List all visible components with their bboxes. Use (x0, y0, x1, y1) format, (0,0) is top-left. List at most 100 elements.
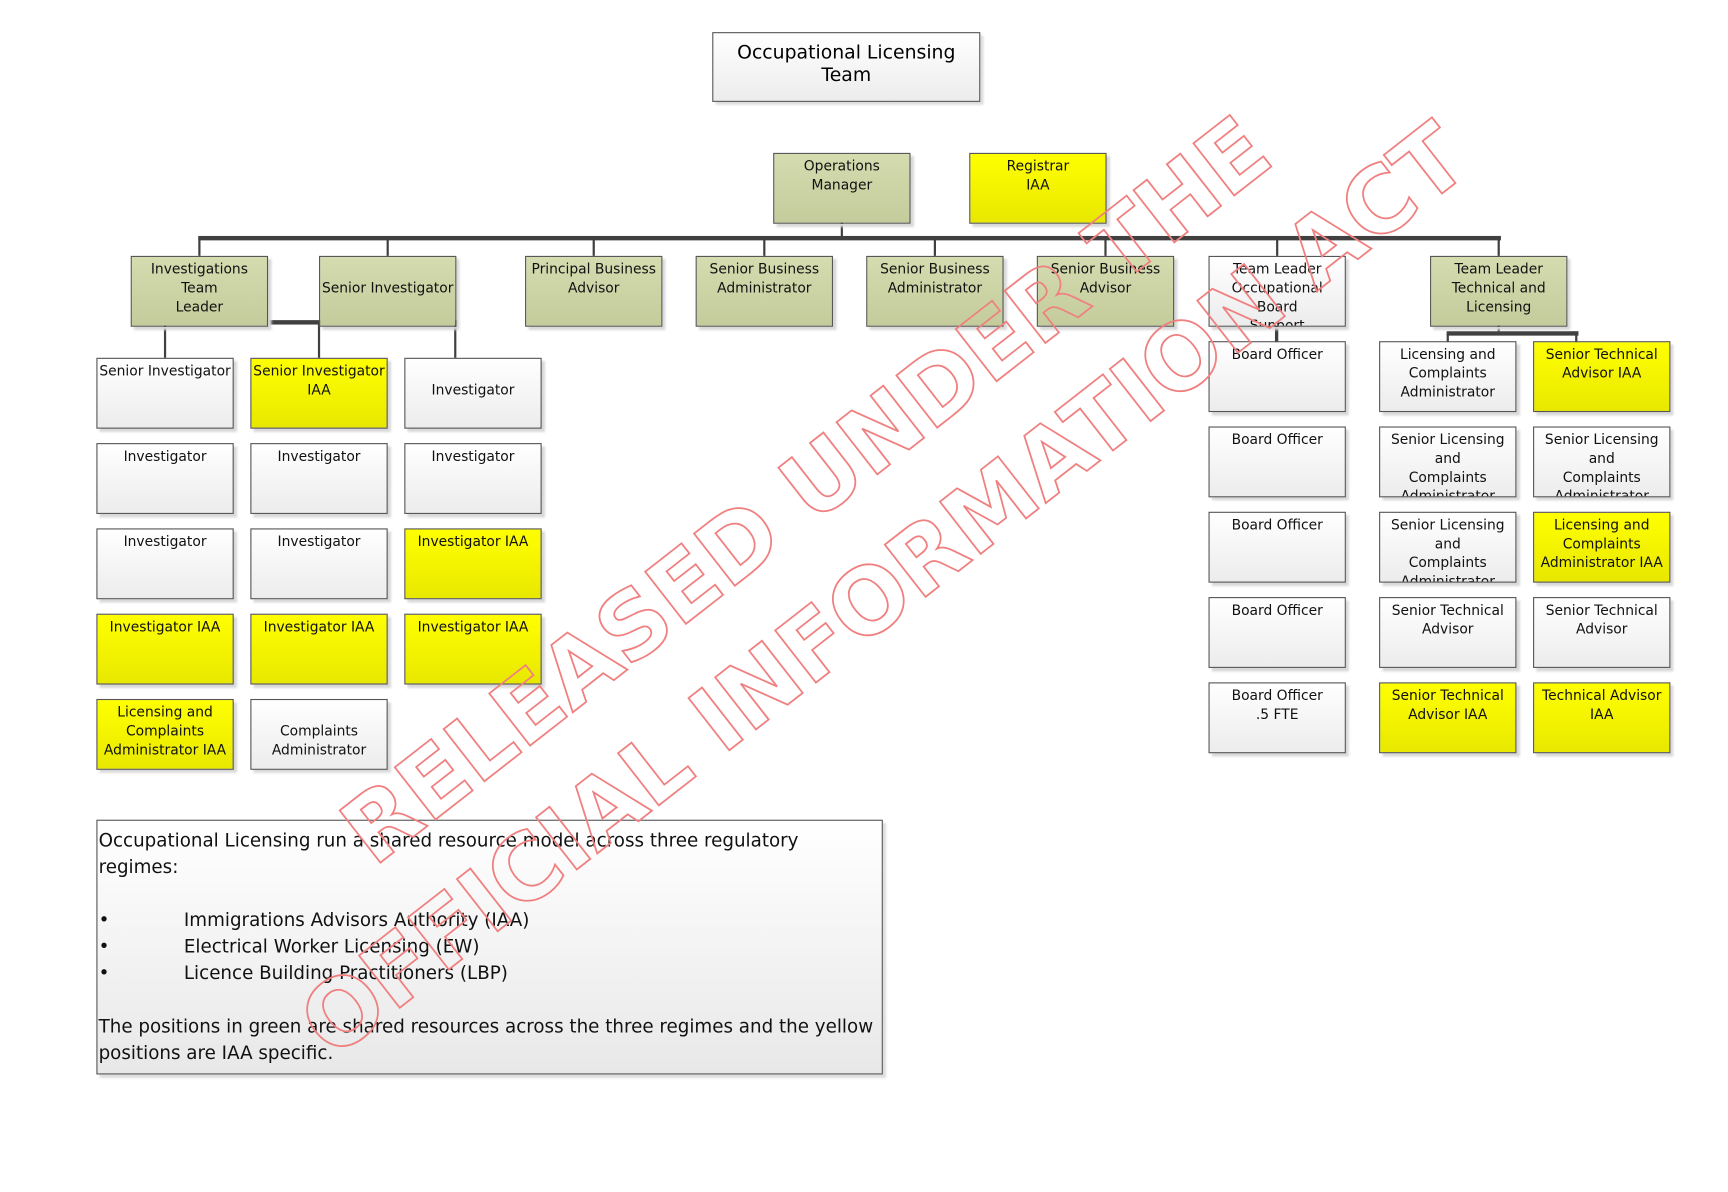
connector (1446, 333, 1449, 343)
box-investigations[interactable]: Investigator IAA (404, 528, 542, 600)
connector (763, 238, 766, 256)
box-board-officer[interactable]: Board Officer (1208, 511, 1346, 583)
connector (163, 322, 167, 358)
box-technical-licensing[interactable]: Senior Technical Advisor IAA (1533, 341, 1671, 413)
position-title: Board Officer .5 FTE (1231, 686, 1323, 723)
box-level2[interactable]: Team Leader Occupational Board Support (1208, 255, 1346, 327)
connector (1575, 333, 1578, 343)
box-technical-licensing[interactable]: Senior Licensing and Complaints Administ… (1533, 426, 1671, 498)
connector (163, 320, 458, 325)
position-title: Complaints Administrator (271, 722, 367, 758)
connector (1274, 324, 1279, 343)
position-title: Team Leader Occupational Board Support (1231, 260, 1323, 327)
box-investigations[interactable]: Investigator IAA (96, 613, 234, 685)
position-title: Licensing and Complaints Administrator I… (1540, 516, 1663, 571)
connector (1497, 323, 1500, 334)
box-technical-licensing[interactable]: Senior Licensing and Complaints Administ… (1379, 511, 1517, 583)
position-title: Principal Business Advisor (531, 260, 656, 296)
chart-title: Occupational Licensing Team (712, 32, 981, 102)
position-title: Investigator IAA (417, 618, 529, 635)
connector (1446, 331, 1579, 336)
position-title: Registrar IAA (1006, 157, 1070, 193)
position-title: Senior Technical Advisor IAA (1391, 686, 1504, 723)
position-title: Board Officer (1231, 345, 1323, 363)
connector (933, 238, 937, 256)
position-title: Senior Investigator (99, 362, 231, 379)
box-technical-licensing[interactable]: Senior Technical Advisor (1379, 597, 1517, 668)
box-investigations[interactable]: Investigator (250, 443, 388, 514)
box-level2[interactable]: Senior Investigator (319, 255, 457, 327)
position-title: Team Leader Technical and Licensing (1451, 260, 1546, 315)
box-investigations[interactable]: Investigator (96, 528, 234, 600)
box-board-officer[interactable]: Board Officer (1208, 597, 1346, 668)
note-intro: Occupational Licensing run a shared reso… (98, 829, 799, 878)
box-investigations[interactable]: Investigator (404, 357, 542, 429)
box-investigations[interactable]: Investigator (404, 443, 542, 514)
box-level2[interactable]: Team Leader Technical and Licensing (1430, 255, 1568, 327)
position-title: Senior Technical Advisor (1545, 601, 1658, 637)
box-technical-licensing[interactable]: Senior Licensing and Complaints Administ… (1379, 426, 1517, 498)
position-title: Investigator IAA (109, 618, 221, 635)
position-title: Technical Advisor IAA (1542, 686, 1662, 723)
position-title: Senior Investigator IAA (253, 362, 385, 398)
box-technical-licensing[interactable]: Licensing and Complaints Administrator I… (1533, 511, 1671, 583)
connector (386, 238, 389, 256)
box-level2[interactable]: Senior Business Advisor (1036, 255, 1175, 327)
position-title: Operations Manager (803, 157, 880, 193)
position-title: Investigator (123, 532, 207, 550)
position-title: Investigator IAA (417, 532, 529, 550)
box-operations-manager[interactable]: Operations Manager (773, 152, 911, 224)
connector (1497, 238, 1500, 256)
position-title: Board Officer (1231, 430, 1323, 448)
position-title: Investigations Team Leader (150, 260, 248, 315)
regime-item: •Electrical Worker Licensing (EW) (98, 936, 480, 958)
position-title: Investigator IAA (263, 618, 375, 635)
box-investigations[interactable]: Complaints Administrator (250, 698, 388, 770)
position-title: Licensing and Complaints Administrator I… (103, 703, 227, 758)
position-title: Senior Technical Advisor IAA (1545, 345, 1658, 382)
position-title: Senior Business Administrator (880, 260, 990, 296)
box-board-officer[interactable]: Board Officer .5 FTE (1208, 682, 1346, 754)
position-title: Senior Licensing and Complaints Administ… (1390, 430, 1505, 498)
position-title: Senior Licensing and Complaints Administ… (1390, 516, 1505, 583)
position-title: Senior Business Advisor (1050, 260, 1161, 296)
box-level2[interactable]: Senior Business Administrator (866, 255, 1004, 327)
connector (840, 221, 843, 239)
connector (198, 235, 1501, 241)
box-technical-licensing[interactable]: Senior Technical Advisor (1533, 597, 1671, 668)
position-title: Licensing and Complaints Administrator (1399, 345, 1496, 400)
regime-item: •Immigrations Advisors Authority (IAA) (98, 909, 530, 931)
box-registrar[interactable]: Registrar IAA (969, 152, 1107, 224)
position-title: Board Officer (1231, 516, 1323, 533)
box-technical-licensing[interactable]: Technical Advisor IAA (1533, 682, 1671, 754)
box-investigations[interactable]: Licensing and Complaints Administrator I… (96, 698, 234, 770)
box-board-officer[interactable]: Board Officer (1208, 341, 1346, 413)
position-title: Senior Investigator (321, 279, 454, 296)
box-level2[interactable]: Senior Business Administrator (695, 255, 833, 327)
position-title: Senior Business Administrator (709, 260, 820, 296)
legend-note: Occupational Licensing run a shared reso… (96, 819, 883, 1075)
connector (1104, 238, 1107, 256)
position-title: Investigator (277, 447, 361, 465)
position-title: Senior Licensing and Complaints Administ… (1544, 430, 1659, 498)
position-title: Board Officer (1231, 601, 1323, 619)
box-investigations[interactable]: Investigator (96, 443, 234, 514)
regime-item: •Licence Building Practitioners (LBP) (98, 962, 508, 984)
box-technical-licensing[interactable]: Licensing and Complaints Administrator (1379, 341, 1517, 413)
position-title: Investigator (431, 447, 515, 465)
box-level2[interactable]: Investigations Team Leader (130, 255, 269, 327)
box-investigations[interactable]: Investigator IAA (250, 613, 388, 685)
connector (592, 238, 595, 256)
box-board-officer[interactable]: Board Officer (1208, 426, 1346, 498)
box-investigations[interactable]: Senior Investigator IAA (250, 357, 388, 429)
note-footer: The positions in green are shared resour… (98, 1015, 874, 1064)
position-title: Investigator (277, 532, 361, 550)
box-investigations[interactable]: Investigator IAA (404, 613, 542, 685)
box-level2[interactable]: Principal Business Advisor (525, 255, 663, 327)
position-title: Investigator (431, 381, 515, 398)
box-technical-licensing[interactable]: Senior Technical Advisor IAA (1379, 682, 1517, 754)
box-investigations[interactable]: Investigator (250, 528, 388, 600)
box-investigations[interactable]: Senior Investigator (96, 357, 234, 429)
connector (1276, 238, 1279, 256)
